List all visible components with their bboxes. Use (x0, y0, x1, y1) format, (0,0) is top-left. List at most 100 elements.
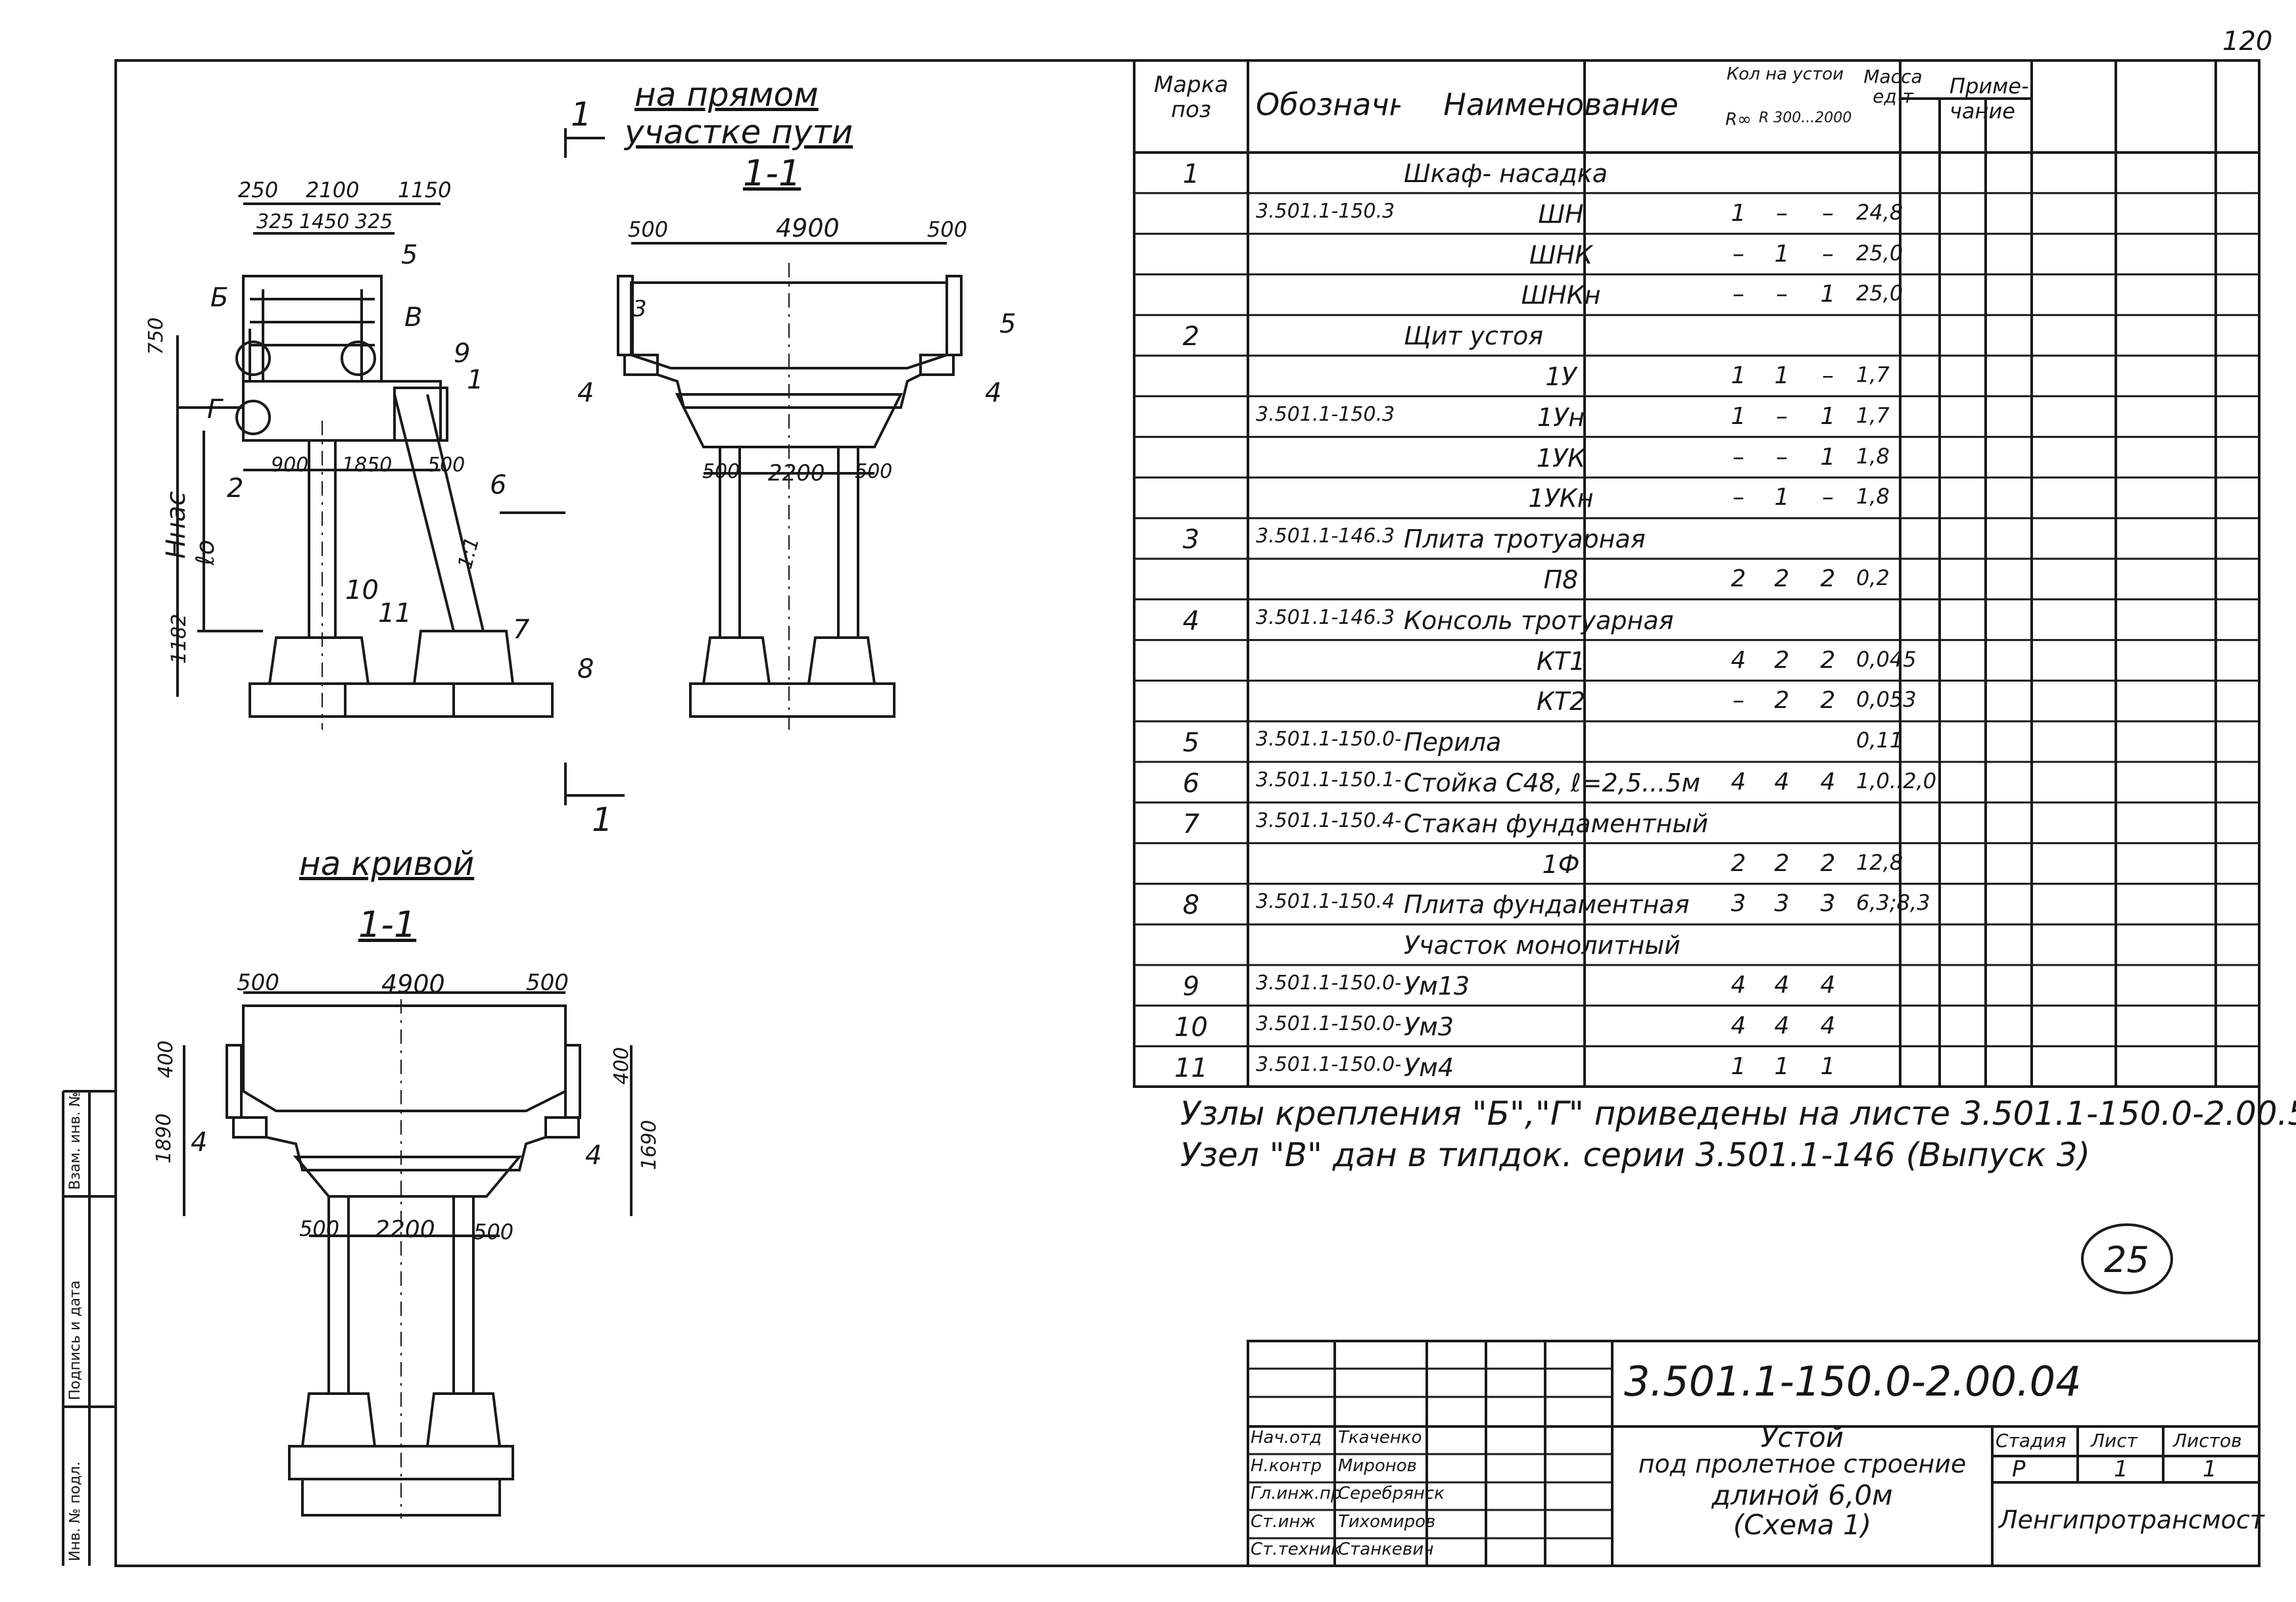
row-designation: 3.501.1-150.0-2.00.55 (1256, 972, 1400, 995)
section-view-curve (183, 991, 633, 1517)
callout-10: 10 (345, 575, 379, 605)
specification-table: Марка поз Обозначние Наименование Кол на… (1134, 60, 2259, 1087)
callout-V: В (404, 302, 423, 333)
row-qty-rinf: – (1733, 484, 1744, 511)
section-flag-top: 1 (571, 95, 592, 133)
stamp-name: Ткаченко (1338, 1428, 1422, 1448)
row-name: Перила (1404, 728, 1502, 757)
row-designation: 3.501.1-150.0-2 00.58 (1256, 728, 1400, 751)
callout-7: 7 (513, 615, 530, 645)
dim-hnas: Ннас (161, 491, 191, 559)
table-row: 43.501.1-146.3 КТ1..КТ2.00.00Консоль тро… (1134, 600, 2259, 640)
row-designation: 3.501.1-150.0-2.00.36 (1256, 1012, 1400, 1035)
dim-900: 900 (271, 454, 309, 477)
row-name: 1УК (1536, 443, 1586, 473)
callout-6: 6 (490, 470, 507, 500)
row-qty-r300: 1 (1774, 1052, 1790, 1080)
stamp-role: Ст.инж (1251, 1511, 1316, 1532)
row-qty-rinf: – (1733, 240, 1744, 268)
row-name: ШН (1538, 199, 1584, 229)
circled-mark: 25 (2104, 1239, 2149, 1281)
row-qty-r300: 2 (1774, 565, 1790, 592)
sheets-value: 1 (2203, 1456, 2217, 1482)
row-qty-r300: 1 (1774, 240, 1790, 268)
dim-c-400a: 400 (155, 1040, 178, 1078)
dim-1150: 1150 (398, 177, 452, 202)
view-title-line1: на прямом (634, 76, 819, 114)
title-line2: под пролетное строение (1638, 1449, 1967, 1478)
section-flag-bottom: 1 (592, 801, 613, 839)
row-name: Щит устоя (1404, 321, 1544, 351)
row-qty-r300: 1 (1774, 362, 1790, 389)
row-qty-r2000: – (1822, 484, 1834, 511)
row-name: 1Ф (1542, 849, 1580, 879)
header-note: Приме-чание (1949, 74, 2029, 124)
callout-2: 2 (227, 473, 244, 504)
dim-c-1690: 1690 (638, 1119, 661, 1170)
callout-3: 3 (633, 296, 647, 322)
row-qty-r2000: – (1822, 362, 1834, 389)
header-qty-r300: R 300...2000 (1759, 110, 1851, 126)
dim-750: 750 (145, 317, 168, 355)
row-mass: 1,7 (1856, 362, 1890, 387)
table-row: 3.501.1-150.3 1У.00.001Ун1–11,7 (1134, 396, 2259, 437)
dim-250: 250 (238, 177, 279, 202)
row-qty-rinf: 2 (1731, 565, 1746, 592)
row-mark: 7 (1182, 809, 1200, 839)
row-name: КТ2 (1536, 687, 1586, 717)
row-name: ШНК (1529, 240, 1593, 270)
title-line3: длиной 6,0м (1711, 1479, 1893, 1511)
dim-s-2200: 2200 (768, 460, 825, 486)
row-mass: 25,0 (1856, 281, 1903, 306)
row-name: Стакан фундаментный (1404, 809, 1709, 838)
row-mass: 1,8 (1856, 484, 1890, 509)
table-row: ШНК–1–25,0 (1134, 234, 2259, 275)
callout-B: Б (210, 283, 229, 313)
row-qty-r2000: 3 (1820, 890, 1836, 918)
row-designation: 3.501.1-150.4 ПФ.00.00 (1256, 890, 1400, 914)
note-line2: Узел "В" дан в типдок. серии 3.501.1-146… (1180, 1136, 2091, 1174)
dim-1182: 1182 (168, 613, 191, 664)
row-designation: 3.501.1-150.3 ШН.0000 (1256, 199, 1400, 223)
callout-5: 5 (401, 240, 418, 270)
callout-11: 11 (378, 598, 412, 628)
side-label-sign: Подпись и дата (67, 1280, 84, 1400)
row-name: Шкаф- насадка (1404, 159, 1608, 188)
callout-c-4a: 4 (191, 1127, 208, 1158)
doc-code: 3.501.1-150.0-2.00.04 (1624, 1357, 2082, 1405)
row-qty-rinf: 4 (1731, 768, 1746, 795)
table-row: 83.501.1-150.4 ПФ.00.00Плита фундаментна… (1134, 883, 2259, 924)
circled-mark-ring (2081, 1223, 2173, 1294)
elevation-view-straight (176, 128, 625, 805)
row-qty-r2000: 2 (1820, 646, 1836, 674)
row-mass: 12,8 (1856, 849, 1903, 875)
note-line1: Узлы крепления "Б","Г" приведены на лист… (1180, 1095, 2296, 1133)
row-mark: 4 (1182, 605, 1200, 636)
row-mass: 0,2 (1856, 565, 1890, 590)
stamp-name: Станкевич (1338, 1540, 1434, 1559)
row-mark: 1 (1182, 159, 1200, 189)
stamp-role: Н.контр (1251, 1455, 1322, 1476)
dim-1450: 1450 (299, 210, 350, 233)
row-designation: 3.501.1-146.3 П.00.00 (1256, 525, 1400, 548)
row-name: Участок монолитный (1404, 931, 1681, 960)
row-qty-rinf: 4 (1731, 972, 1746, 999)
row-mass: 0,11 (1856, 728, 1903, 753)
row-qty-rinf: 1 (1731, 402, 1746, 430)
dim-s-500a: 500 (628, 217, 669, 242)
row-qty-r2000: 1 (1820, 1052, 1836, 1080)
dim-c-500a: 500 (237, 970, 279, 996)
header-mass: Масса ед т (1863, 67, 1923, 106)
row-mass: 0,045 (1856, 646, 1917, 672)
sheets-label: Листов (2173, 1430, 2242, 1451)
table-row: 3.501.1-150.3 ШН.0000ШН1––24,8 (1134, 193, 2259, 234)
row-qty-r2000: 2 (1820, 687, 1836, 715)
row-qty-r2000: – (1822, 240, 1834, 268)
row-mark: 10 (1174, 1012, 1208, 1043)
title-line1: Устой (1760, 1421, 1844, 1453)
row-mass: 6,3;8,3 (1856, 890, 1930, 916)
